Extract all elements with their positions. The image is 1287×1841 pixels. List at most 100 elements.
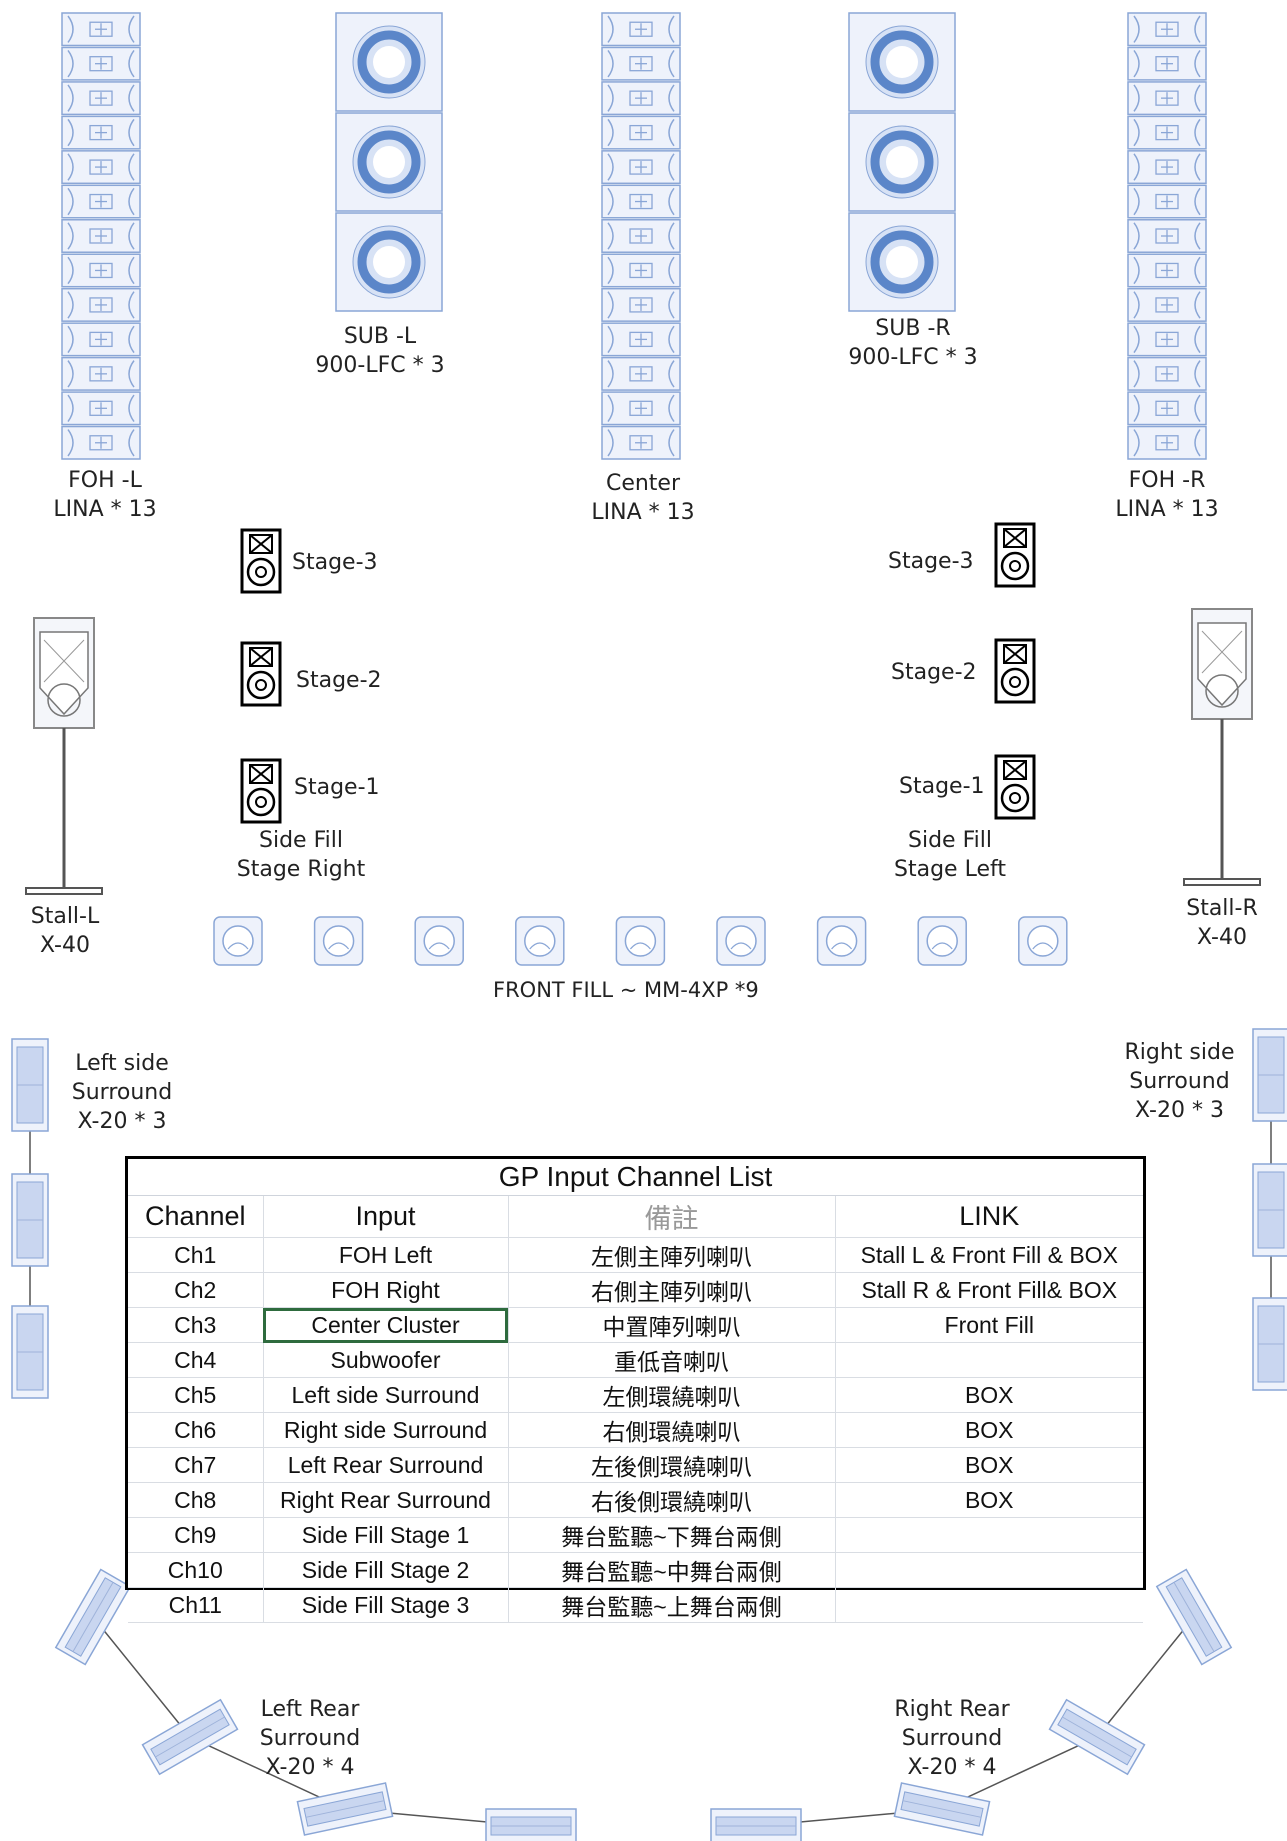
cell-note[interactable]: 左後側環繞喇叭 [507, 1447, 836, 1483]
cell-note[interactable]: 舞台監聽~下舞台兩側 [507, 1517, 836, 1553]
cell-note[interactable]: 右後側環繞喇叭 [507, 1482, 836, 1518]
front-fill-speaker [1018, 916, 1068, 966]
cell-input[interactable]: FOH Right [262, 1272, 509, 1308]
cell-channel[interactable]: Ch10 [128, 1552, 264, 1588]
cell-input[interactable]: Side Fill Stage 3 [262, 1587, 509, 1623]
stage2-r-label: Stage-2 [891, 660, 977, 685]
cell-link[interactable]: Stall R & Front Fill& BOX [834, 1272, 1143, 1308]
cell-channel[interactable]: Ch7 [128, 1447, 264, 1483]
cell-input[interactable]: Side Fill Stage 1 [262, 1517, 509, 1553]
front-fill-speaker [716, 916, 766, 966]
sub-right-stack [848, 12, 956, 312]
cell-note[interactable]: 左側主陣列喇叭 [507, 1237, 836, 1273]
cell-link[interactable] [834, 1552, 1143, 1588]
stage3-r-label: Stage-3 [888, 549, 974, 574]
stage1-l-label: Stage-1 [294, 775, 380, 800]
cell-input[interactable]: Right Rear Surround [262, 1482, 509, 1518]
stage1-left-monitor [240, 758, 282, 824]
left-rear-surround-speaker [485, 1808, 577, 1841]
front-fill-speaker [414, 916, 464, 966]
cell-note[interactable]: 左側環繞喇叭 [507, 1377, 836, 1413]
front-fill-speaker [515, 916, 565, 966]
cell-input[interactable]: FOH Left [262, 1237, 509, 1273]
right-side-surround-speaker [1252, 1297, 1287, 1391]
cell-channel[interactable]: Ch6 [128, 1412, 264, 1448]
line-array-box [61, 322, 141, 357]
foh-left-array [61, 12, 141, 460]
cell-link[interactable]: BOX [834, 1447, 1143, 1483]
left-rear-surround-speaker [296, 1782, 394, 1836]
cell-channel[interactable]: Ch5 [128, 1377, 264, 1413]
cell-link[interactable]: BOX [834, 1412, 1143, 1448]
cell-channel[interactable]: Ch4 [128, 1342, 264, 1378]
cell-channel[interactable]: Ch8 [128, 1482, 264, 1518]
right-rear-surround-speaker [1155, 1568, 1233, 1666]
left-rear-chain [92, 1616, 532, 1827]
cell-input[interactable]: Right side Surround [262, 1412, 509, 1448]
front-fill-speaker [213, 916, 263, 966]
cell-input[interactable]: Left side Surround [262, 1377, 509, 1413]
cell-channel[interactable]: Ch1 [128, 1237, 264, 1273]
cell-input[interactable]: Center Cluster [262, 1307, 509, 1343]
cell-input[interactable]: Left Rear Surround [262, 1447, 509, 1483]
cell-channel[interactable]: Ch3 [128, 1307, 264, 1343]
table-title: GP Input Channel List [128, 1159, 1143, 1196]
right-rear-chain [755, 1616, 1195, 1827]
cell-link[interactable]: Front Fill [834, 1307, 1143, 1343]
right-side-surround-speaker [1252, 1028, 1287, 1122]
cell-link[interactable] [834, 1587, 1143, 1623]
cell-link[interactable]: Stall L & Front Fill & BOX [834, 1237, 1143, 1273]
header-link: LINK [834, 1196, 1143, 1238]
channel-list-table: GP Input Channel List Channel Input 備註 L… [125, 1156, 1146, 1623]
left-side-surround-speaker [11, 1305, 49, 1399]
cell-channel[interactable]: Ch9 [128, 1517, 264, 1553]
cell-channel[interactable]: Ch11 [128, 1587, 264, 1623]
cell-note[interactable]: 中置陣列喇叭 [507, 1307, 836, 1343]
stage3-left-monitor [240, 528, 282, 594]
sub-left-stack [335, 12, 443, 312]
header-input: Input [262, 1196, 509, 1238]
cell-link[interactable]: BOX [834, 1482, 1143, 1518]
cell-note[interactable]: 舞台監聽~中舞台兩側 [507, 1552, 836, 1588]
left-side-surround-speaker [11, 1173, 49, 1267]
cell-link[interactable] [834, 1517, 1143, 1553]
cell-input[interactable]: Subwoofer [262, 1342, 509, 1378]
right-rear-surround-speaker [710, 1808, 802, 1841]
cell-channel[interactable]: Ch2 [128, 1272, 264, 1308]
cell-note[interactable]: 重低音喇叭 [507, 1342, 836, 1378]
stage2-l-label: Stage-2 [296, 668, 382, 693]
cell-input[interactable]: Side Fill Stage 2 [262, 1552, 509, 1588]
foh-right-array [1127, 12, 1207, 460]
cell-note[interactable]: 右側主陣列喇叭 [507, 1272, 836, 1308]
cell-note[interactable]: 舞台監聽~上舞台兩側 [507, 1587, 836, 1623]
line-array-box [601, 12, 681, 47]
cell-note[interactable]: 右側環繞喇叭 [507, 1412, 836, 1448]
line-array-box [601, 219, 681, 253]
left-rear-surround-speaker [54, 1568, 132, 1666]
cell-link[interactable]: BOX [834, 1377, 1143, 1413]
front-fill-speaker [816, 916, 867, 966]
stage1-r-label: Stage-1 [899, 774, 985, 799]
cell-link[interactable] [834, 1342, 1143, 1378]
